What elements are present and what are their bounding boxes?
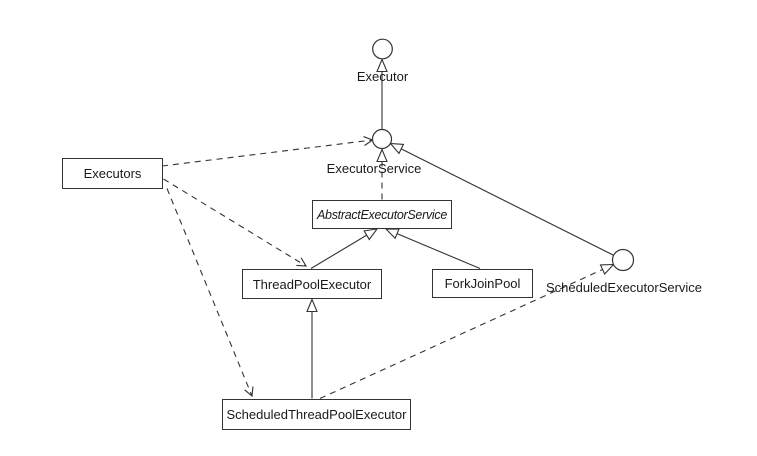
node-scheduled-thread-pool-executor[interactable]: ScheduledThreadPoolExecutor — [222, 399, 411, 430]
edge-threadpoolexecutor-extends-abstractexecutorservice — [310, 229, 377, 269]
edge-executors-dependency-scheduledthreadpoolexecutor — [166, 188, 254, 398]
label-scheduledexecutorservice-interface: ScheduledExecutorService — [545, 280, 703, 295]
node-fork-join-pool[interactable]: ForkJoinPool — [432, 269, 533, 298]
edge-executors-dependency-threadpoolexecutor — [163, 178, 308, 267]
edge-executors-dependency-executorservice — [161, 136, 374, 167]
edge-forkjoinpool-extends-abstractexecutorservice — [386, 229, 481, 270]
executorservice-interface-circle-icon[interactable] — [371, 128, 393, 150]
label-executor-interface: Executor — [356, 69, 409, 84]
edge-scheduledexecutorservice-extends-executorservice — [391, 144, 614, 256]
node-thread-pool-executor[interactable]: ThreadPoolExecutor — [242, 269, 382, 299]
label-executorservice-interface: ExecutorService — [326, 161, 422, 176]
node-abstract-executor-service[interactable]: AbstractExecutorService — [312, 200, 452, 229]
edge-scheduledthreadpoolexecutor-implements-scheduledexecutorservice — [319, 265, 614, 400]
node-executors[interactable]: Executors — [62, 158, 163, 189]
scheduledexecutorservice-interface-circle-icon[interactable] — [611, 248, 635, 272]
executor-interface-circle-icon[interactable] — [372, 38, 393, 60]
